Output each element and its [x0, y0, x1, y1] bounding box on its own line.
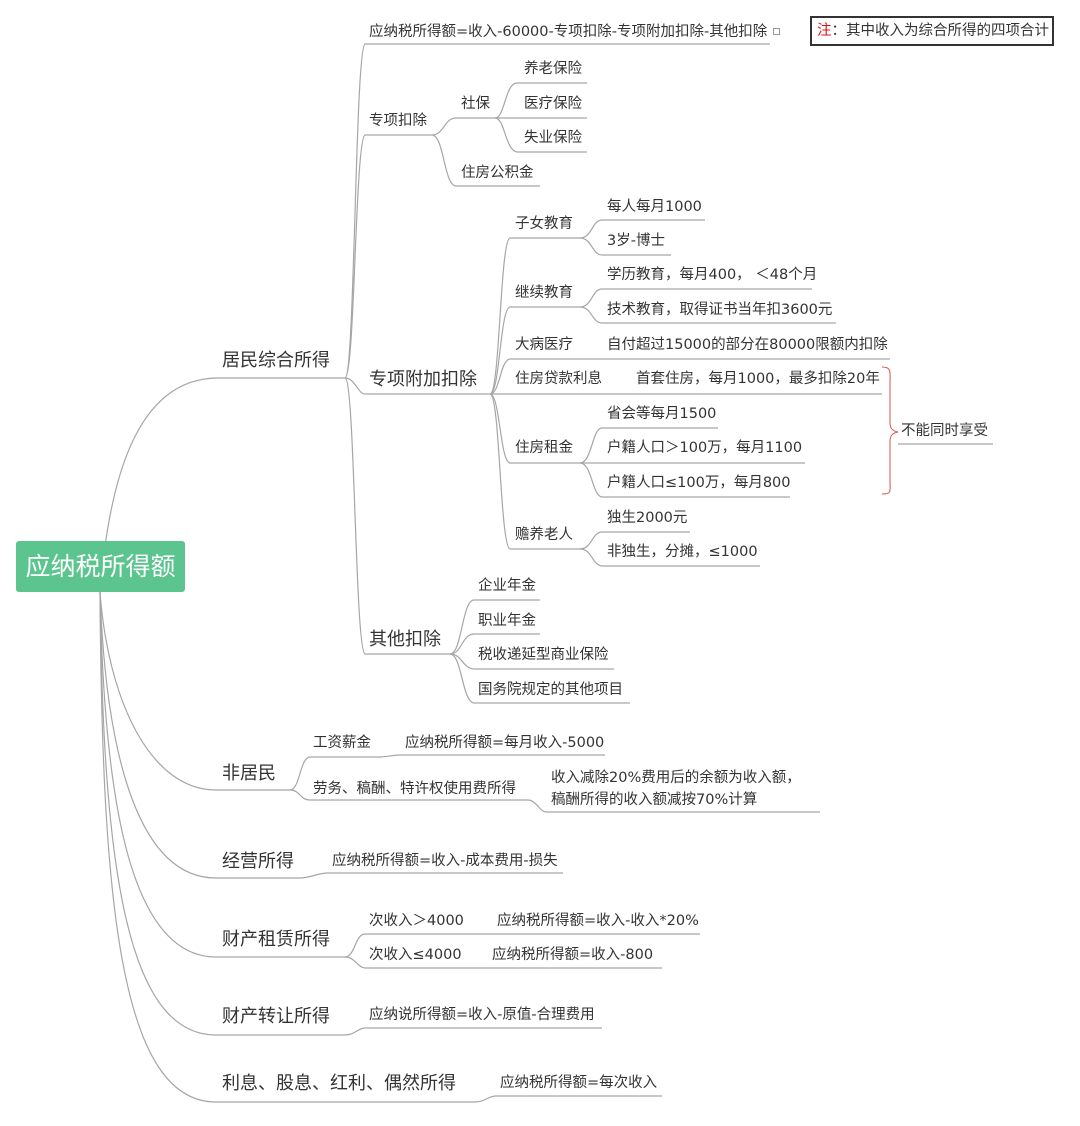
- node-housing-loan[interactable]: 住房贷款利息: [515, 371, 602, 387]
- node-rent-3[interactable]: 户籍人口≤100万，每月800: [607, 475, 791, 491]
- node-children-education[interactable]: 子女教育: [515, 216, 573, 232]
- node-other-item[interactable]: 企业年金: [478, 578, 536, 594]
- node-illness[interactable]: 大病医疗: [515, 337, 573, 353]
- node-other-item[interactable]: 职业年金: [478, 613, 536, 629]
- node-labor-line2[interactable]: 稿酬所得的收入额减按70%计算: [551, 792, 758, 808]
- node-continuing-education[interactable]: 继续教育: [515, 285, 573, 301]
- node-interest-formula[interactable]: 应纳税所得额=每次收入: [500, 1075, 658, 1091]
- node-unemployment[interactable]: 失业保险: [524, 130, 582, 146]
- node-wages[interactable]: 工资薪金: [313, 735, 371, 751]
- note-icon[interactable]: [773, 28, 780, 35]
- node-not-concurrent[interactable]: 不能同时享受: [901, 423, 988, 439]
- node-social-insurance[interactable]: 社保: [461, 96, 490, 112]
- node-resident[interactable]: 居民综合所得: [222, 350, 330, 371]
- node-interest[interactable]: 利息、股息、红利、偶然所得: [222, 1073, 456, 1094]
- node-housing-rent[interactable]: 住房租金: [515, 440, 573, 456]
- node-elderly-support[interactable]: 赡养老人: [515, 527, 573, 543]
- node-lease-under[interactable]: 次收入≤4000: [369, 947, 462, 963]
- node-labor-income[interactable]: 劳务、稿酬、特许权使用费所得: [313, 781, 516, 797]
- node-lease[interactable]: 财产租赁所得: [222, 929, 330, 950]
- note-highlight: 注: [817, 23, 832, 39]
- node-rent-1[interactable]: 省会等每月1500: [607, 406, 717, 422]
- node-other-item[interactable]: 税收递延型商业保险: [478, 647, 609, 663]
- node-other-deduction[interactable]: 其他扣除: [369, 629, 441, 650]
- node-elderly-1[interactable]: 独生2000元: [607, 510, 688, 526]
- node-nonresident[interactable]: 非居民: [222, 763, 276, 784]
- node-transfer[interactable]: 财产转让所得: [222, 1006, 330, 1027]
- node-additional-deduction[interactable]: 专项附加扣除: [369, 369, 477, 390]
- node-housing-loan-1[interactable]: 首套住房，每月1000，最多扣除20年: [636, 371, 880, 387]
- note-box: 注：其中收入为综合所得的四项合计: [810, 16, 1054, 46]
- note-text: ：其中收入为综合所得的四项合计: [831, 23, 1050, 39]
- node-children-2[interactable]: 3岁-博士: [607, 233, 665, 249]
- node-elderly-2[interactable]: 非独生，分摊，≤1000: [607, 544, 758, 560]
- node-continuing-1[interactable]: 学历教育，每月400， ＜48个月: [607, 267, 818, 283]
- node-labor-line1[interactable]: 收入减除20%费用后的余额为收入额，: [551, 770, 801, 786]
- node-wages-formula[interactable]: 应纳税所得额=每月收入-5000: [405, 735, 605, 751]
- node-housing-fund[interactable]: 住房公积金: [461, 165, 534, 181]
- node-business-formula[interactable]: 应纳税所得额=收入-成本费用-损失: [332, 853, 558, 869]
- node-children-1[interactable]: 每人每月1000: [607, 199, 702, 215]
- node-lease-under-formula[interactable]: 应纳税所得额=收入-800: [492, 947, 654, 963]
- exclusive-bracket: [881, 366, 899, 495]
- root-node[interactable]: 应纳税所得额: [16, 541, 185, 592]
- node-resident-formula[interactable]: 应纳税所得额=收入-60000-专项扣除-专项附加扣除-其他扣除: [369, 24, 768, 40]
- node-lease-over-formula[interactable]: 应纳税所得额=收入-收入*20%: [497, 913, 699, 929]
- node-transfer-formula[interactable]: 应纳说所得额=收入-原值-合理费用: [369, 1007, 595, 1023]
- node-rent-2[interactable]: 户籍人口＞100万，每月1100: [607, 440, 803, 456]
- node-other-item[interactable]: 国务院规定的其他项目: [478, 682, 623, 698]
- node-pension[interactable]: 养老保险: [524, 61, 582, 77]
- node-illness-1[interactable]: 自付超过15000的部分在80000限额内扣除: [607, 337, 888, 353]
- node-business[interactable]: 经营所得: [222, 851, 294, 872]
- node-lease-over[interactable]: 次收入＞4000: [369, 913, 464, 929]
- node-continuing-2[interactable]: 技术教育，取得证书当年扣3600元: [607, 302, 833, 318]
- node-medical[interactable]: 医疗保险: [524, 96, 582, 112]
- node-special-deduction[interactable]: 专项扣除: [369, 113, 427, 129]
